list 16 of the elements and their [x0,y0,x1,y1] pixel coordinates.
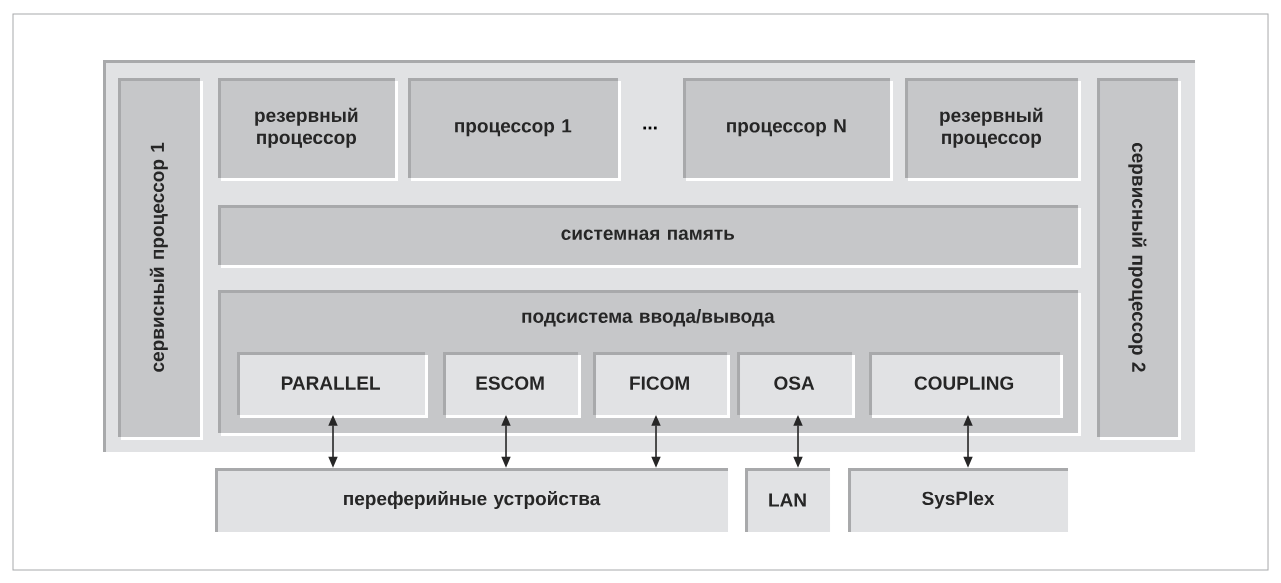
block-box: ESCOM [443,352,581,418]
block-box: процессор 1 [408,78,621,181]
block-box: PARALLEL [237,352,428,418]
block-box: переферийные устройства [215,468,731,535]
block-box: LAN [745,468,833,535]
block-box: COUPLING [869,352,1063,418]
ellipsis-text: ... [643,126,657,130]
block-box: резервный процессор [905,78,1081,181]
block-box: системная память [218,205,1081,268]
block-box: OSA [737,352,855,418]
block-box: процессор N [683,78,893,181]
block-box: сервисный процессор 2 [1097,78,1181,440]
block-box: резервный процессор [218,78,398,181]
block-box: FICOM [593,352,730,418]
block-box: сервисный процессор 1 [118,78,203,440]
block-box: SysPlex [848,468,1071,535]
